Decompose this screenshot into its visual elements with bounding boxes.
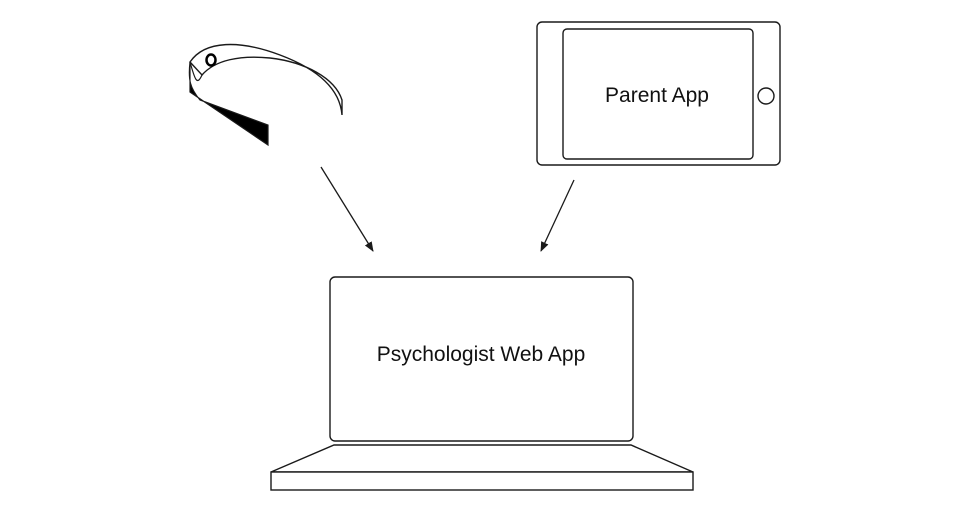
laptop-label: Psychologist Web App <box>377 343 586 366</box>
laptop-device: Psychologist Web App <box>270 276 694 491</box>
tablet-label: Parent App <box>605 84 709 107</box>
tablet-screen <box>562 28 754 160</box>
wristband-sensor-icon <box>205 53 217 67</box>
arrow-tablet-to-laptop <box>540 179 575 252</box>
tablet-home-button-icon <box>757 87 775 105</box>
wristband-device <box>188 43 343 147</box>
wristband-band-edge <box>189 61 203 82</box>
arrow-wristband-to-laptop <box>320 166 374 252</box>
tablet-device: Parent App <box>536 21 781 166</box>
wristband-strap-inner <box>188 61 269 147</box>
wristband-band-outer <box>189 43 343 116</box>
laptop-keyboard-deck <box>270 444 694 473</box>
laptop-base <box>270 471 694 491</box>
laptop-screen <box>329 276 634 442</box>
